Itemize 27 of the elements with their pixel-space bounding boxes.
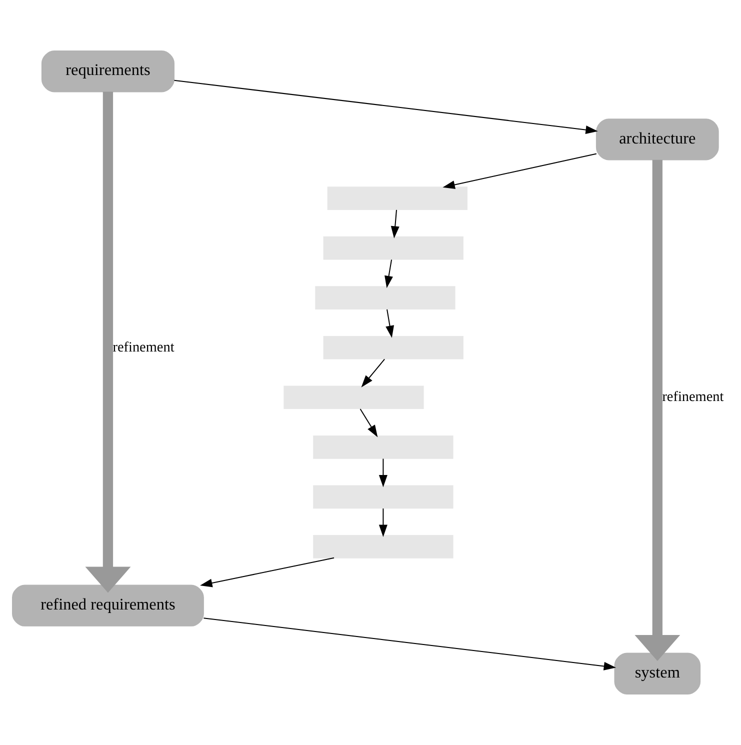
arrow <box>361 358 385 388</box>
arrow <box>390 210 400 238</box>
arrow <box>634 160 680 661</box>
node-box: requirements <box>41 50 174 92</box>
node-bar <box>323 236 464 260</box>
node-bar <box>315 286 456 310</box>
node-box: system <box>614 652 701 694</box>
arrow <box>204 618 616 670</box>
node-bar <box>327 186 468 210</box>
node-bar <box>313 435 454 459</box>
node-bar <box>284 386 424 410</box>
arrow <box>85 92 131 593</box>
arrow <box>378 508 388 537</box>
arrow <box>360 408 378 438</box>
arrow <box>378 458 388 488</box>
node-box: refined requirements <box>12 584 204 626</box>
node-bar <box>323 336 464 360</box>
node-bar <box>313 535 454 558</box>
edge-label: refinement <box>112 339 174 356</box>
node-bar <box>313 485 454 509</box>
arrow <box>386 309 394 338</box>
edge-label: refinement <box>662 389 724 406</box>
arrow <box>384 260 393 288</box>
arrow <box>200 557 334 588</box>
arrow <box>174 80 598 134</box>
arrow <box>442 153 597 189</box>
node-box: architecture <box>596 118 719 160</box>
